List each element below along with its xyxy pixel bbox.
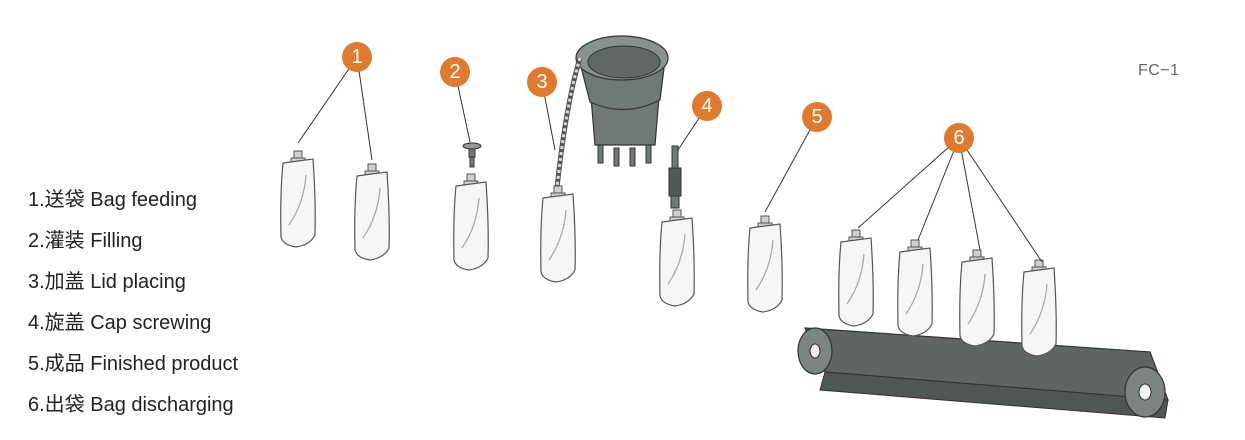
badge-2: 2 <box>440 57 470 87</box>
pouch-feeding-2 <box>354 163 390 261</box>
legend-item-bag-feeding: 1.送袋 Bag feeding <box>28 189 197 211</box>
pouch-lid-placing <box>540 185 576 283</box>
step-legend: 1.送袋 Bag feeding 2.灌装 Filling 3.加盖 Lid p… <box>28 180 238 426</box>
pouch-cap-screwing <box>659 209 695 307</box>
svg-text:2: 2 <box>449 61 460 83</box>
figure-code: FC−1 <box>1138 62 1180 79</box>
svg-text:1: 1 <box>351 46 362 68</box>
legend-item-finished-product: 5.成品 Finished product <box>28 353 239 375</box>
pouch-feeding-1 <box>280 150 316 248</box>
legend-item-bag-discharging: 6.出袋 Bag discharging <box>28 394 234 416</box>
legend-item-filling: 2.灌装 Filling <box>28 230 143 252</box>
svg-text:3: 3 <box>536 71 547 93</box>
svg-text:4: 4 <box>701 95 712 117</box>
legend-item-cap-screwing: 4.旋盖 Cap screwing <box>28 312 212 334</box>
cap-chute <box>554 57 583 189</box>
conveyor-belt <box>797 327 1169 419</box>
badge-3: 3 <box>527 67 557 97</box>
pouch-discharge-4 <box>1021 259 1057 357</box>
pouch-filling <box>453 173 489 271</box>
legend-item-lid-placing: 3.加盖 Lid placing <box>28 271 186 293</box>
badge-5: 5 <box>802 102 832 132</box>
badge-6: 6 <box>944 123 974 153</box>
pouch-discharge-1 <box>838 229 874 327</box>
badge-1: 1 <box>342 42 372 72</box>
cap-feeder-bowl <box>575 35 669 167</box>
pouch-discharge-3 <box>959 249 995 347</box>
badge-4: 4 <box>692 91 722 121</box>
capping-head <box>668 145 682 209</box>
pouch-finished <box>747 215 783 313</box>
pouch-discharge-2 <box>897 239 933 337</box>
filling-nozzle <box>462 142 482 168</box>
svg-text:6: 6 <box>953 127 964 149</box>
svg-text:5: 5 <box>811 106 822 128</box>
